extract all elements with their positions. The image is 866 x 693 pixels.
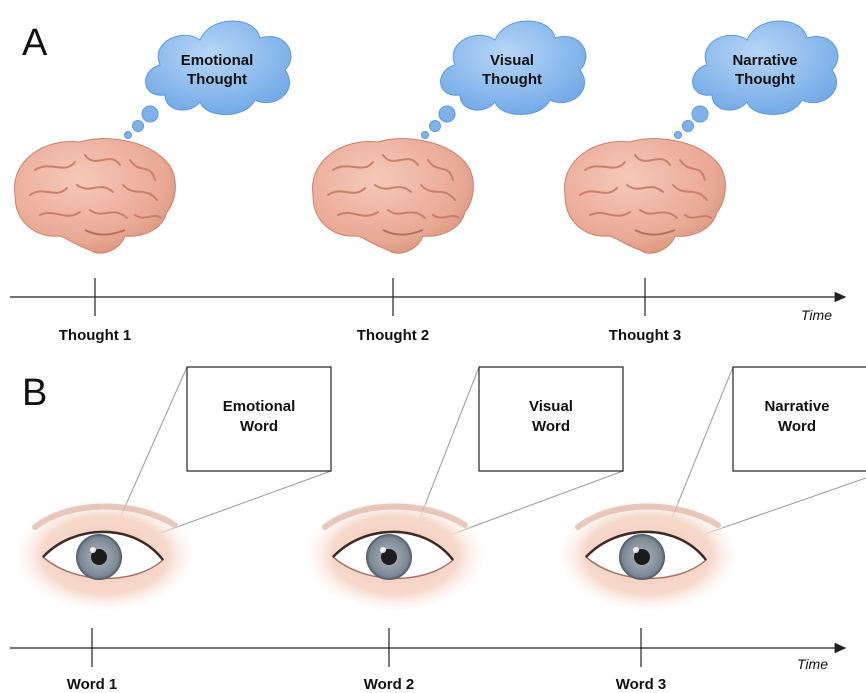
word-box-1-line2: Word: [240, 418, 278, 435]
brain-icon: [312, 138, 474, 254]
panel-b-timeline: Word 1 Word 2 Word 3 Time: [10, 628, 847, 693]
word-box-2-line1: Visual: [529, 398, 573, 415]
thought-2-group: Visual Thought: [312, 20, 587, 254]
zoom-line: [119, 366, 188, 519]
thought-cloud-icon: [421, 20, 587, 139]
thought-cloud-icon: [674, 20, 839, 139]
word-3-group: Narrative Word: [560, 366, 866, 610]
zoom-line: [701, 477, 866, 536]
tick-label-thought-1: Thought 1: [59, 327, 131, 344]
tick-label-thought-3: Thought 3: [609, 327, 681, 344]
thought-3-group: Narrative Thought: [564, 20, 839, 254]
tick-label-word-3: Word 3: [616, 676, 667, 693]
time-label-a: Time: [801, 307, 832, 323]
word-1-group: Emotional Word: [17, 366, 332, 610]
eye-icon: [17, 500, 193, 610]
panel-a-timeline: Thought 1 Thought 2 Thought 3 Time: [10, 278, 847, 344]
word-box-3: [732, 366, 866, 472]
panel-a-letter: A: [22, 22, 48, 64]
word-box-2: [478, 366, 624, 472]
thought-1-group: Emotional Thought: [14, 20, 292, 254]
word-box-2-line2: Word: [532, 418, 570, 435]
word-box-1-line1: Emotional: [223, 398, 296, 415]
zoom-line: [449, 470, 624, 536]
tick-label-word-2: Word 2: [364, 676, 415, 693]
brain-icon: [564, 138, 726, 254]
brain-icon: [14, 138, 176, 254]
cloud-3-line2: Thought: [735, 71, 795, 88]
cloud-1-line2: Thought: [187, 71, 247, 88]
eye-icon: [560, 500, 736, 610]
tick-label-word-1: Word 1: [67, 676, 118, 693]
cloud-2-line2: Thought: [482, 71, 542, 88]
tick-label-thought-2: Thought 2: [357, 327, 429, 344]
word-box-3-line2: Word: [778, 418, 816, 435]
zoom-line: [154, 470, 332, 536]
word-box-1: [186, 366, 332, 472]
word-box-3-line1: Narrative: [764, 398, 829, 415]
word-2-group: Visual Word: [307, 366, 624, 610]
cloud-1-line1: Emotional: [181, 52, 254, 69]
zoom-line: [419, 366, 480, 519]
panel-b-letter: B: [22, 372, 47, 414]
thought-cloud-icon: [124, 20, 292, 139]
zoom-line: [671, 366, 734, 519]
cloud-3-line1: Narrative: [732, 52, 797, 69]
eye-icon: [307, 500, 483, 610]
cloud-2-line1: Visual: [490, 52, 534, 69]
time-label-b: Time: [797, 656, 828, 672]
